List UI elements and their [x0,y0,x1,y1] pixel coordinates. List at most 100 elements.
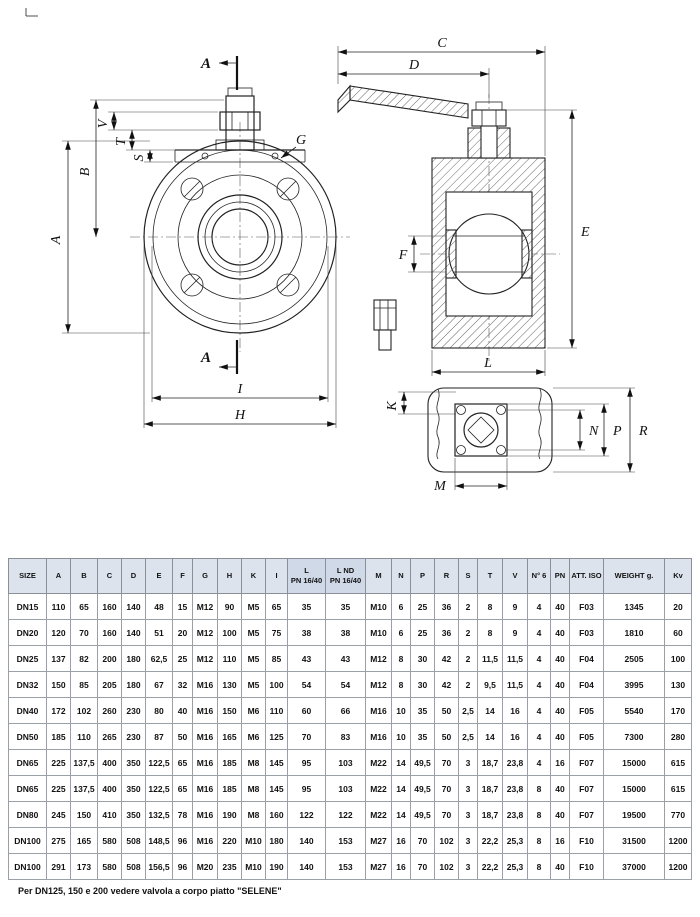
value-cell: M22 [365,775,392,802]
value-cell: 78 [172,801,193,828]
dim-label-C: C [437,36,447,51]
value-cell: 14 [477,697,503,724]
mount-hole [456,405,506,455]
bore-circle-inner [211,208,269,266]
value-cell: 16 [502,723,528,750]
value-cell: 150 [70,801,98,828]
value-cell: F03 [569,619,604,646]
value-cell: 508 [121,853,146,880]
value-cell: 36 [434,593,459,620]
column-header: A [46,558,71,594]
value-cell: 40 [550,801,570,828]
value-cell: 32 [172,671,193,698]
value-cell: 291 [46,853,71,880]
value-cell: 4 [527,749,551,776]
value-cell: M27 [365,853,392,880]
value-cell: 102 [434,853,459,880]
value-cell: 225 [46,775,71,802]
value-cell: 10 [391,697,411,724]
value-cell: M8 [241,749,266,776]
value-cell: 8 [527,775,551,802]
value-cell: M16 [365,723,392,750]
column-header: S [458,558,478,594]
value-cell: 82 [70,645,98,672]
value-cell: 2 [458,593,478,620]
value-cell: M5 [241,593,266,620]
flange-outline [143,140,337,334]
value-cell: 132,5 [145,801,173,828]
value-cell: 8 [527,801,551,828]
value-cell: 102 [70,697,98,724]
washer [475,101,503,111]
footer-note: Per DN125, 150 e 200 vedere valvola a co… [18,886,282,896]
dim-label-L: L [483,356,492,371]
value-cell: 85 [70,671,98,698]
stem-nut [471,109,507,127]
value-cell: 35 [410,723,435,750]
dim-label-G: G [296,133,306,148]
value-cell: 230 [121,697,146,724]
dim-label-A: A [49,235,64,245]
column-header: M [365,558,392,594]
column-header: R [434,558,459,594]
dim-label-S: S [132,155,147,162]
column-header: F [172,558,193,594]
value-cell: F05 [569,697,604,724]
value-cell: 51 [145,619,173,646]
value-cell: 1200 [664,853,692,880]
value-cell: 40 [550,671,570,698]
value-cell: 8 [527,853,551,880]
value-cell: 1810 [603,619,665,646]
value-cell: M12 [192,619,218,646]
value-cell: 8 [391,671,411,698]
value-cell: 49,5 [410,775,435,802]
value-cell: M12 [365,671,392,698]
value-cell: 38 [287,619,326,646]
size-cell: DN65 [8,749,47,776]
dim-F: F [398,235,446,273]
value-cell: 37000 [603,853,665,880]
value-cell: 145 [265,749,288,776]
column-header: I [265,558,288,594]
value-cell: 130 [664,671,692,698]
value-cell: 20 [664,593,692,620]
value-cell: 165 [70,827,98,854]
value-cell: 130 [217,671,242,698]
dim-label-P: P [612,424,622,439]
value-cell: 280 [664,723,692,750]
value-cell: 38 [325,619,366,646]
column-header: ATT. ISO [569,558,604,594]
value-cell: 4 [527,645,551,672]
value-cell: 60 [287,697,326,724]
value-cell: F07 [569,775,604,802]
value-cell: 65 [172,775,193,802]
value-cell: 8 [391,645,411,672]
value-cell: F04 [569,645,604,672]
value-cell: 85 [265,645,288,672]
value-cell: 150 [46,671,71,698]
section-label-a-bottom: A [200,350,211,366]
value-cell: F03 [569,593,604,620]
value-cell: 50 [434,697,459,724]
value-cell: 35 [287,593,326,620]
value-cell: 172 [46,697,71,724]
value-cell: 3 [458,827,478,854]
value-cell: 400 [97,775,122,802]
value-cell: 16 [550,827,570,854]
value-cell: 110 [46,593,71,620]
value-cell: 145 [265,775,288,802]
value-cell: F07 [569,801,604,828]
bore-circle-outer [197,194,283,280]
value-cell: 30 [410,645,435,672]
value-cell: 18,7 [477,749,503,776]
value-cell: 70 [434,775,459,802]
value-cell: 770 [664,801,692,828]
dim-P: P [508,403,622,457]
value-cell: 120 [46,619,71,646]
column-header: H [217,558,242,594]
value-cell: M27 [365,827,392,854]
value-cell: 60 [664,619,692,646]
value-cell: 25 [172,645,193,672]
value-cell: 95 [287,775,326,802]
